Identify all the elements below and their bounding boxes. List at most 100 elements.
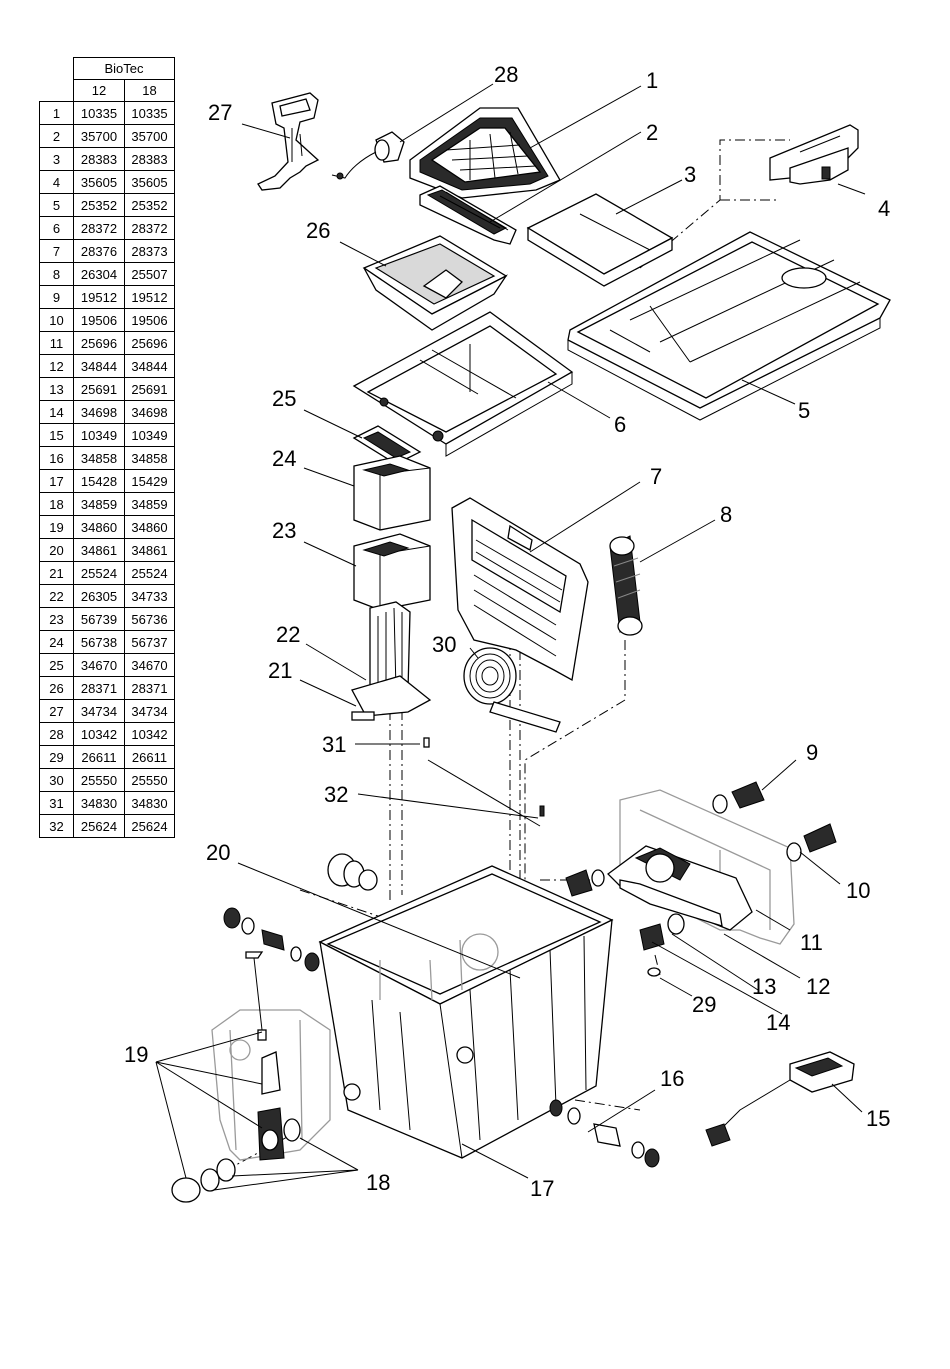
part-19-ghost-box <box>211 1009 331 1161</box>
part-number-18-cell: 34860 <box>124 515 175 539</box>
callout-30: 30 <box>432 632 456 657</box>
part-17-tank <box>318 865 614 1159</box>
position-cell: 14 <box>39 400 74 424</box>
part-3-pad <box>526 193 674 287</box>
part-number-12-cell: 56738 <box>73 630 125 654</box>
part-number-18-cell: 25691 <box>124 377 175 401</box>
callout-24: 24 <box>272 446 296 471</box>
callout-7: 7 <box>650 464 662 489</box>
callout-27: 27 <box>208 100 232 125</box>
part-22-holder <box>351 601 432 717</box>
part-number-18-cell: 10342 <box>124 722 175 746</box>
part-number-18-cell: 25696 <box>124 331 175 355</box>
part-number-12-cell: 28376 <box>73 239 125 263</box>
part-number-12-cell: 25524 <box>73 561 125 585</box>
part-2-tray <box>419 185 517 245</box>
part-15-transformer <box>705 1051 855 1147</box>
part-number-18-cell: 28372 <box>124 216 175 240</box>
part-number-12-cell: 34861 <box>73 538 125 562</box>
part-21-clip <box>351 711 375 721</box>
part-number-18-cell: 25524 <box>124 561 175 585</box>
callout-32: 32 <box>324 782 348 807</box>
position-cell: 32 <box>39 814 74 838</box>
callout-26: 26 <box>306 218 330 243</box>
part-number-12-cell: 10335 <box>73 101 125 125</box>
part-number-18-cell: 10335 <box>124 101 175 125</box>
part-number-18-cell: 34733 <box>124 584 175 608</box>
part-number-12-cell: 34859 <box>73 492 125 516</box>
callout-6: 6 <box>614 412 626 437</box>
part-number-18-cell: 34861 <box>124 538 175 562</box>
part-number-12-cell: 56739 <box>73 607 125 631</box>
part-number-18-cell: 10349 <box>124 423 175 447</box>
part-number-18-cell: 56737 <box>124 630 175 654</box>
part-number-12-cell: 35605 <box>73 170 125 194</box>
part-number-18-cell: 28371 <box>124 676 175 700</box>
position-cell: 16 <box>39 446 74 470</box>
part-6-frame <box>352 311 574 457</box>
callout-16: 16 <box>660 1066 684 1091</box>
part-10-nozzle <box>786 823 837 862</box>
part-27-handle <box>257 92 320 191</box>
part-number-18-cell: 25550 <box>124 768 175 792</box>
callout-13: 13 <box>752 974 776 999</box>
callout-31: 31 <box>322 732 346 757</box>
callout-22: 22 <box>276 622 300 647</box>
callout-5: 5 <box>798 398 810 423</box>
part-13-plug <box>565 869 605 897</box>
position-cell: 10 <box>39 308 74 332</box>
position-cell: 26 <box>39 676 74 700</box>
callout-9: 9 <box>806 740 818 765</box>
part-1-upper-lid <box>409 107 561 199</box>
position-cell: 19 <box>39 515 74 539</box>
callout-17: 17 <box>530 1176 554 1201</box>
part-26-basket <box>362 235 508 331</box>
part-number-12-cell: 28383 <box>73 147 125 171</box>
part-number-18-cell: 34670 <box>124 653 175 677</box>
callout-10: 10 <box>846 878 870 903</box>
part-14-plug <box>639 913 685 951</box>
part-number-12-cell: 34734 <box>73 699 125 723</box>
part-number-18-cell: 34830 <box>124 791 175 815</box>
callout-12: 12 <box>806 974 830 999</box>
part-18-connector-left <box>223 907 320 972</box>
part-number-18-cell: 19506 <box>124 308 175 332</box>
part-16-outlet <box>549 1099 660 1168</box>
callout-8: 8 <box>720 502 732 527</box>
callout-23: 23 <box>272 518 296 543</box>
part-31-pin <box>423 737 430 748</box>
part-number-18-cell: 35700 <box>124 124 175 148</box>
callout-4: 4 <box>878 196 890 221</box>
table-model-row: 12 18 <box>39 79 175 102</box>
callout-19: 19 <box>124 1042 148 1067</box>
part-number-12-cell: 26304 <box>73 262 125 286</box>
part-number-18-cell: 34858 <box>124 446 175 470</box>
callout-11: 11 <box>800 930 823 955</box>
part-number-12-cell: 34844 <box>73 354 125 378</box>
callout-20: 20 <box>206 840 230 865</box>
part-number-12-cell: 28371 <box>73 676 125 700</box>
callout-25: 25 <box>272 386 296 411</box>
part-19-parts <box>171 951 301 1203</box>
part-number-12-cell: 25624 <box>73 814 125 838</box>
part-8-sleeve <box>609 535 643 636</box>
position-cell: 21 <box>39 561 74 585</box>
part-28-lamp <box>331 131 405 180</box>
part-number-18-cell: 34698 <box>124 400 175 424</box>
position-cell: 25 <box>39 653 74 677</box>
part-number-12-cell: 15428 <box>73 469 125 493</box>
part-5-cover <box>567 231 891 421</box>
